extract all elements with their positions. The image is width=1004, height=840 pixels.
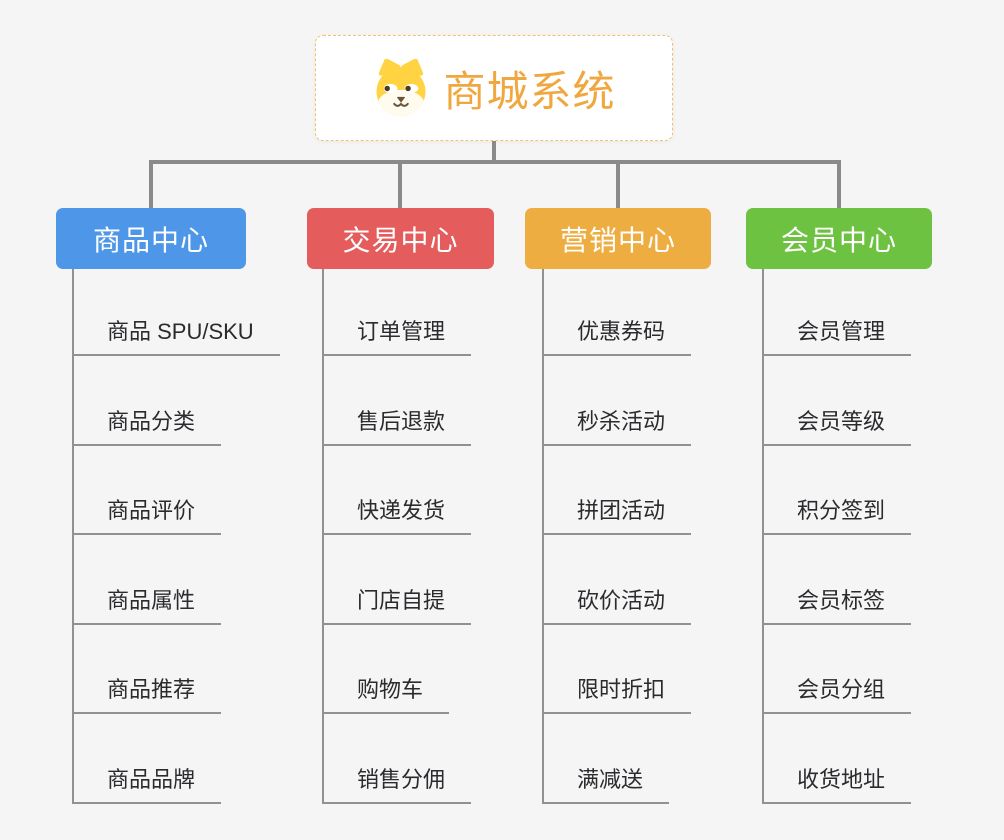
branch-child-item[interactable]: 会员标签 — [764, 585, 912, 625]
branch-child-item[interactable]: 商品品牌 — [74, 764, 222, 804]
branch-children-marketing-center: 优惠券码秒杀活动拼团活动砍价活动限时折扣满减送 — [542, 269, 692, 804]
branch-child-item[interactable]: 快递发货 — [324, 495, 472, 535]
branch-header-trade-center[interactable]: 交易中心 — [307, 208, 494, 269]
root-node[interactable]: 商城系统 — [315, 35, 673, 141]
connector-drop — [149, 160, 153, 208]
connector-drop — [398, 160, 402, 208]
branch-child-item[interactable]: 订单管理 — [324, 316, 472, 356]
branch-child-item[interactable]: 销售分佣 — [324, 764, 472, 804]
branch-child-item[interactable]: 积分签到 — [764, 495, 912, 535]
connector-drop — [616, 160, 620, 208]
branch-child-item[interactable]: 售后退款 — [324, 406, 472, 446]
connector-horizontal — [149, 160, 841, 164]
connector-root-stub — [492, 141, 496, 162]
branch-children-member-center: 会员管理会员等级积分签到会员标签会员分组收货地址 — [762, 269, 912, 804]
branch-child-item[interactable]: 拼团活动 — [544, 495, 692, 535]
branch-child-item[interactable]: 会员管理 — [764, 316, 912, 356]
branch-child-item[interactable]: 商品分类 — [74, 406, 222, 446]
branch-header-product-center[interactable]: 商品中心 — [56, 208, 246, 269]
branch-children-product-center: 商品 SPU/SKU 商品分类商品评价商品属性商品推荐商品品牌 — [72, 269, 280, 804]
branch-child-item[interactable]: 秒杀活动 — [544, 406, 692, 446]
branch-child-item[interactable]: 商品推荐 — [74, 674, 222, 714]
branch-header-marketing-center[interactable]: 营销中心 — [525, 208, 711, 269]
branch-child-item[interactable]: 会员等级 — [764, 406, 912, 446]
branch-children-trade-center: 订单管理售后退款快递发货门店自提购物车销售分佣 — [322, 269, 472, 804]
branch-child-item[interactable]: 商品 SPU/SKU — [74, 316, 280, 356]
root-title: 商城系统 — [443, 67, 616, 115]
connector-drop — [837, 160, 841, 208]
branch-header-member-center[interactable]: 会员中心 — [746, 208, 932, 269]
branch-child-item[interactable]: 砍价活动 — [544, 585, 692, 625]
branch-child-item[interactable]: 限时折扣 — [544, 674, 692, 714]
branch-child-item[interactable]: 优惠券码 — [544, 316, 692, 356]
branch-child-item[interactable]: 商品属性 — [74, 585, 222, 625]
branch-child-item[interactable]: 门店自提 — [324, 585, 472, 625]
dog-face-icon — [377, 59, 426, 117]
branch-child-item[interactable]: 购物车 — [324, 674, 450, 714]
branch-child-item[interactable]: 收货地址 — [764, 764, 912, 804]
branch-child-item[interactable]: 满减送 — [544, 764, 670, 804]
branch-child-item[interactable]: 会员分组 — [764, 674, 912, 714]
branch-child-item[interactable]: 商品评价 — [74, 495, 222, 535]
